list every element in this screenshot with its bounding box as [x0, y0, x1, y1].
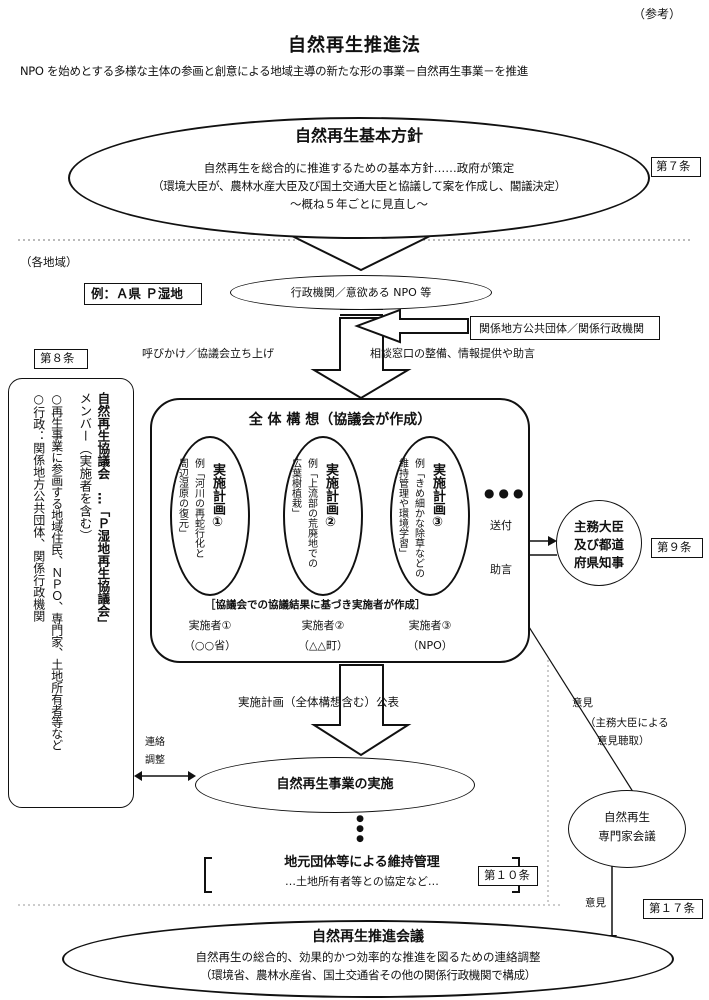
gov-npo-ellipse [230, 275, 492, 310]
implementer2-org: （△△町） [298, 639, 348, 652]
subtitle: NPO を始めとする多様な主体の参画と創意による地域主導の新たな形の事業－自然再… [20, 64, 528, 78]
region-label: （各地域） [20, 255, 78, 269]
minister-line1: 主務大臣 [573, 519, 624, 534]
article9-badge: 第９条 [651, 538, 703, 558]
plan1-title: 実施計画① [209, 463, 225, 530]
promotion-line1: 自然再生の総合的、効果的かつ効率的な推進を図るための連絡調整 [195, 950, 541, 964]
plan2-ellipse [283, 436, 363, 596]
gov-npo-label: 行政機関／意欲ある NPO 等 [290, 286, 432, 299]
plan2-desc1: 例「上流部の荒廃地での [305, 458, 317, 568]
implementer3-name: 実施者③ [408, 619, 452, 632]
plan1-ellipse [170, 436, 250, 596]
promotion-title: 自然再生推進会議 [312, 929, 424, 945]
local-gov-box: 関係地方公共団体／関係行政機関 [470, 316, 660, 340]
basic-policy-line2: （環境大臣が、農林水産大臣及び国土交通大臣と協議して案を作成し、閣議決定） [152, 179, 566, 193]
consult-label: 相談窓口の整備、情報提供や助言 [370, 347, 535, 360]
overall-plan-title: 全 体 構 想（協議会が作成） [248, 412, 432, 428]
minister-line3: 府県知事 [573, 555, 624, 570]
council-members: メンバー（実施者を含む） [77, 392, 93, 542]
consult-result-label: ［協議会での協議結果に基づき実施者が作成］ [205, 599, 426, 611]
article17-badge: 第１７条 [643, 899, 703, 919]
page-title: 自然再生推進法 [288, 35, 421, 56]
opinion-sub2: 意見聴取） [597, 735, 650, 747]
basic-policy-line3: ～概ね５年ごとに見直し～ [290, 197, 428, 211]
opinion-sub1: （主務大臣による [585, 717, 669, 729]
promotion-ellipse [62, 920, 674, 998]
expert-ellipse [568, 790, 686, 868]
basic-policy-line1: 自然再生を総合的に推進するための基本方針……政府が策定 [203, 161, 515, 175]
plan3-desc1: 例「きめ細かな除草などの [412, 458, 424, 578]
plan3-desc2: 維持管理や環境学習」 [396, 458, 408, 558]
article10-badge: 第１０条 [478, 866, 538, 886]
expert-line2: 専門家会議 [598, 829, 656, 843]
basic-policy-title: 自然再生基本方針 [294, 126, 423, 145]
council-box [8, 378, 134, 808]
expert-line1: 自然再生 [604, 810, 650, 824]
local-gov-arrow [354, 308, 469, 344]
council-members-residents: ○再生事業に参画する地域住民、ＮＰＯ、専門家、土地所有者等など [49, 392, 64, 751]
plan2-desc2: 広葉樹植栽」 [289, 458, 301, 518]
implementation-ellipse [195, 757, 475, 813]
council-members-admin: ○行政：関係地方公共団体、関係行政機関 [31, 392, 46, 622]
call-label: 呼びかけ／協議会立ち上げ [142, 347, 274, 360]
basic-policy-ellipse [68, 117, 650, 239]
minister-ellipse [556, 500, 642, 586]
plan1-desc1: 例「河川の再蛇行化と [192, 458, 204, 558]
plan3-ellipse [390, 436, 470, 596]
plan3-title: 実施計画③ [429, 463, 445, 530]
implementation-label: 自然再生事業の実施 [276, 777, 394, 792]
article7-badge: 第７条 [651, 157, 701, 177]
policy-down-triangle [289, 234, 433, 272]
publish-label: 実施計画（全体構想含む）公表 [238, 695, 399, 709]
implementer2-name: 実施者② [301, 619, 345, 632]
implementer3-org: （NPO） [407, 639, 453, 652]
maintenance-sub: …土地所有者等との協定など… [285, 875, 439, 888]
minister-line2: 及び都道 [573, 537, 624, 552]
liaison-label1: 連絡 [145, 737, 165, 748]
article8-badge: 第８条 [34, 349, 88, 369]
vertical-dots: ●●● [355, 814, 365, 844]
more-plans-dots: ●●● [484, 486, 528, 500]
reference-label: （参考） [633, 7, 682, 21]
council-name: 自然再生協議会 …「Ｐ湿地再生協議会」 [95, 392, 111, 630]
implementer1-name: 実施者① [188, 619, 232, 632]
plan1-desc2: 周辺湿原の復元」 [176, 458, 188, 538]
example-box: 例：Ａ県 Ｐ湿地 [84, 283, 202, 305]
advice-label: 助言 [490, 563, 512, 576]
plan2-title: 実施計画② [322, 463, 338, 530]
promotion-line2: （環境省、農林水産省、国土交通省その他の関係行政機関で構成） [200, 968, 536, 982]
implementer1-org: （○○省） [183, 639, 237, 652]
publish-down-arrow [310, 664, 412, 757]
maintenance-title: 地元団体等による維持管理 [284, 855, 440, 870]
liaison-label2: 調整 [145, 755, 165, 766]
opinion-label2: 意見 [585, 897, 606, 909]
opinion-label: 意見 [572, 697, 593, 709]
send-label: 送付 [490, 519, 512, 532]
